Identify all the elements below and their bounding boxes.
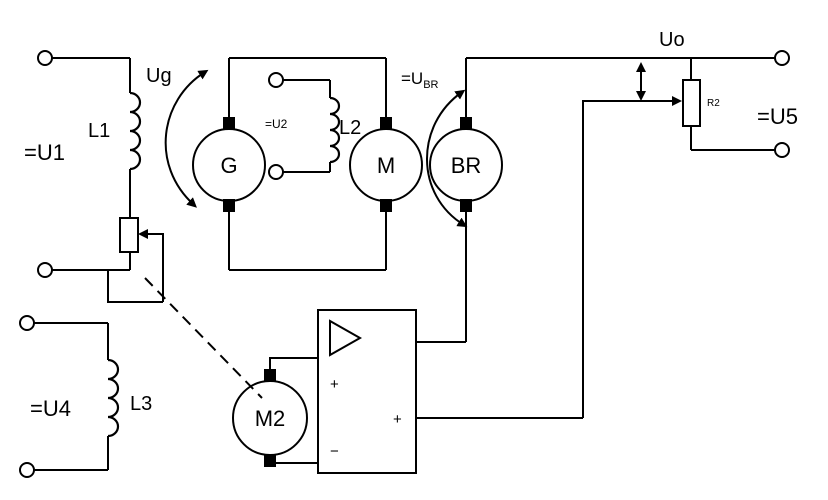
label-minus-input: − xyxy=(330,443,339,460)
servo-motor-m2 xyxy=(144,277,318,467)
terminal-u2-top xyxy=(268,72,284,88)
amplifier-triangle xyxy=(329,319,363,357)
machine-label-m: M xyxy=(377,153,395,178)
l3-circuit xyxy=(19,315,120,478)
terminal-u4-top xyxy=(19,315,35,331)
generator-brush-bottom xyxy=(223,199,235,212)
terminal-u1-top xyxy=(37,50,53,66)
inductor-l1 xyxy=(129,91,142,171)
generator-motor-loop xyxy=(164,57,423,271)
label-ubr: =UBR xyxy=(401,69,439,91)
br-brush-bottom xyxy=(460,199,472,212)
terminal-uo xyxy=(774,50,790,66)
label-r2: R2 xyxy=(707,98,720,109)
ug-arrow xyxy=(164,69,209,208)
m2-brush-top xyxy=(264,369,276,382)
terminal-u1-bottom xyxy=(37,262,53,278)
label-ug: Ug xyxy=(146,65,172,87)
terminal-u4-bottom xyxy=(19,462,35,478)
generator-brush-top xyxy=(223,117,235,130)
machine-label-br: BR xyxy=(451,153,482,178)
machine-label-g: G xyxy=(220,153,237,178)
label-u1: =U1 xyxy=(24,140,65,165)
machine-label-m2: M2 xyxy=(255,406,286,431)
label-uo: Uo xyxy=(659,29,685,51)
amplifier-block xyxy=(317,309,583,474)
label-l1: L1 xyxy=(88,120,110,142)
label-l2: L2 xyxy=(339,117,361,139)
label-plus-right: + xyxy=(393,411,402,428)
br-brush-top xyxy=(460,117,472,130)
inductor-l2 xyxy=(329,96,341,164)
motor-brush-top xyxy=(380,117,392,130)
mechanical-link xyxy=(144,277,263,399)
inductor-l3 xyxy=(107,358,120,438)
label-u4: =U4 xyxy=(30,396,71,421)
terminal-u5 xyxy=(774,142,790,158)
terminal-u2-bottom xyxy=(268,164,284,180)
label-u2: =U2 xyxy=(265,117,288,131)
tachogenerator-br xyxy=(426,57,776,342)
label-l3: L3 xyxy=(130,393,152,415)
resistor-r2 xyxy=(682,79,701,127)
label-u5: =U5 xyxy=(757,104,798,129)
potentiometer-r1 xyxy=(119,217,139,253)
motor-brush-bottom xyxy=(380,199,392,212)
label-plus-input: + xyxy=(330,376,339,393)
l1-excitation-circuit xyxy=(37,50,164,303)
ubr-arrow xyxy=(426,89,468,228)
r2-output-circuit xyxy=(582,50,790,418)
